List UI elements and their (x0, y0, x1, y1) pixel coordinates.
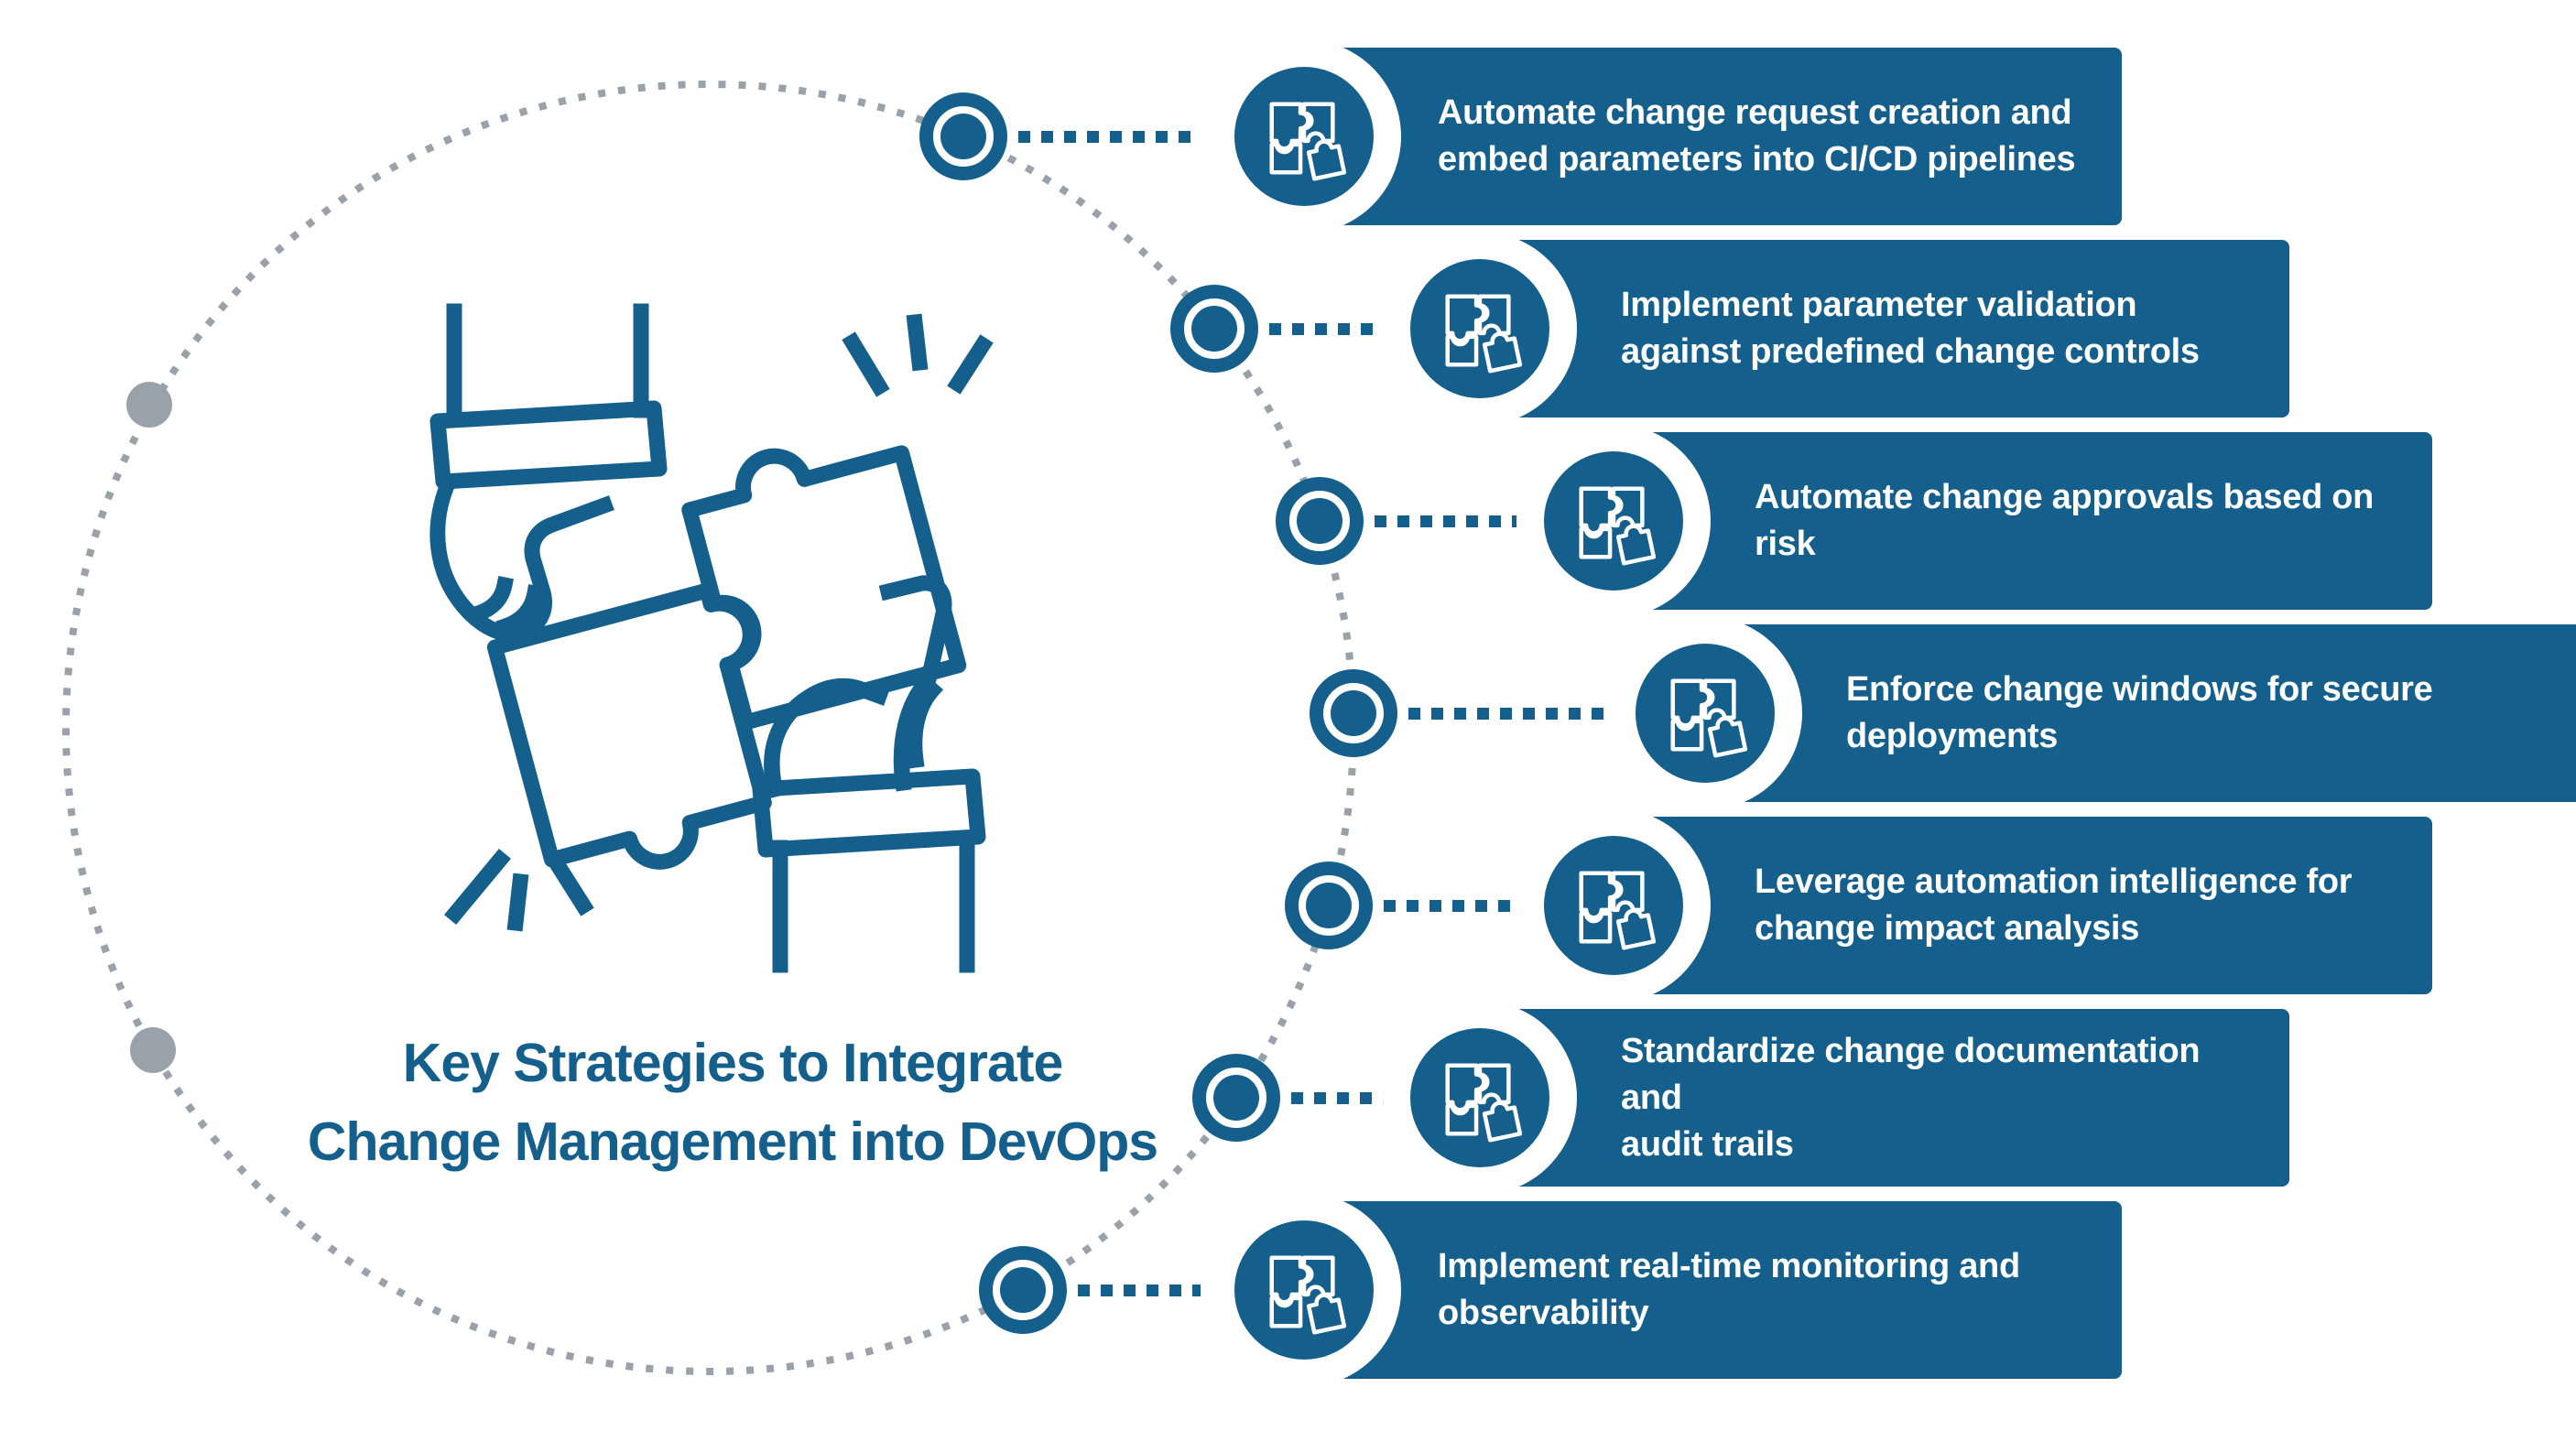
strategy-icon-badge (1383, 232, 1577, 426)
node-marker (1285, 862, 1373, 949)
strategy-label: Enforce change windows for secure deploy… (1846, 670, 2433, 755)
strategy-label: Implement real-time monitoring and obser… (1438, 1247, 2020, 1332)
dotted-connector (1018, 131, 1201, 143)
strategy-icon-badge (1516, 808, 1711, 1003)
icon-circle (1544, 451, 1683, 591)
strategy-banner: Automate change request creation and emb… (1310, 48, 2122, 225)
right-hand (752, 575, 986, 973)
icon-circle (1234, 1220, 1374, 1360)
circle-dot-bottom-left (130, 1027, 176, 1073)
circle-dot-top-left (126, 382, 172, 428)
icon-circle (1410, 259, 1549, 398)
puzzle-pieces-icon (1569, 476, 1658, 566)
strategy-banner: Standardize change documentation and aud… (1493, 1009, 2289, 1187)
left-hand (429, 303, 668, 642)
dotted-connector (1269, 323, 1384, 335)
right-puzzle-piece (681, 445, 967, 731)
strategy-icon-badge (1207, 39, 1401, 233)
strategy-icon-badge (1383, 1001, 1577, 1195)
hands-puzzle-illustration (429, 303, 994, 973)
sparkle-marks (444, 313, 994, 932)
puzzle-pieces-icon (1259, 1245, 1349, 1335)
puzzle-pieces-icon (1435, 284, 1525, 374)
strategy-banner: Implement real-time monitoring and obser… (1310, 1201, 2122, 1379)
dotted-connector (1078, 1285, 1201, 1296)
strategy-label: Implement parameter validation against p… (1621, 286, 2200, 371)
puzzle-pieces-icon (1259, 92, 1349, 181)
strategy-label: Automate change request creation and emb… (1438, 93, 2076, 179)
page-title: Key Strategies to Integrate Change Manag… (307, 1033, 1158, 1172)
puzzle-pieces-icon (1435, 1053, 1525, 1143)
puzzle-pieces-icon (1569, 861, 1658, 950)
strategy-icon-badge (1516, 424, 1711, 618)
strategy-banner: Enforce change windows for secure deploy… (1718, 624, 2576, 802)
icon-circle (1544, 836, 1683, 975)
node-marker (979, 1246, 1067, 1334)
icon-circle (1636, 644, 1775, 783)
node-marker (1310, 669, 1397, 757)
strategy-icon-badge (1207, 1193, 1401, 1387)
strategy-banner: Leverage automation intelligence for cha… (1626, 817, 2432, 994)
strategy-icon-badge (1608, 616, 1802, 810)
node-marker (1276, 477, 1364, 565)
dotted-connector (1291, 1092, 1384, 1104)
strategy-label: Standardize change documentation and aud… (1621, 1031, 2201, 1164)
icon-circle (1410, 1028, 1549, 1167)
strategy-banner: Automate change approvals based on risk (1626, 432, 2432, 610)
puzzle-pieces-group (486, 445, 967, 870)
strategy-label: Automate change approvals based on risk (1755, 478, 2375, 563)
puzzle-pieces-icon (1660, 668, 1750, 758)
node-marker (919, 92, 1007, 180)
dotted-connector (1408, 708, 1609, 720)
node-marker (1170, 285, 1258, 373)
dotted-connector (1384, 900, 1517, 912)
dotted-connector (1375, 515, 1517, 527)
node-marker (1192, 1054, 1280, 1142)
strategy-banner: Implement parameter validation against p… (1493, 240, 2289, 417)
icon-circle (1234, 67, 1374, 206)
strategy-label: Leverage automation intelligence for cha… (1755, 862, 2353, 948)
